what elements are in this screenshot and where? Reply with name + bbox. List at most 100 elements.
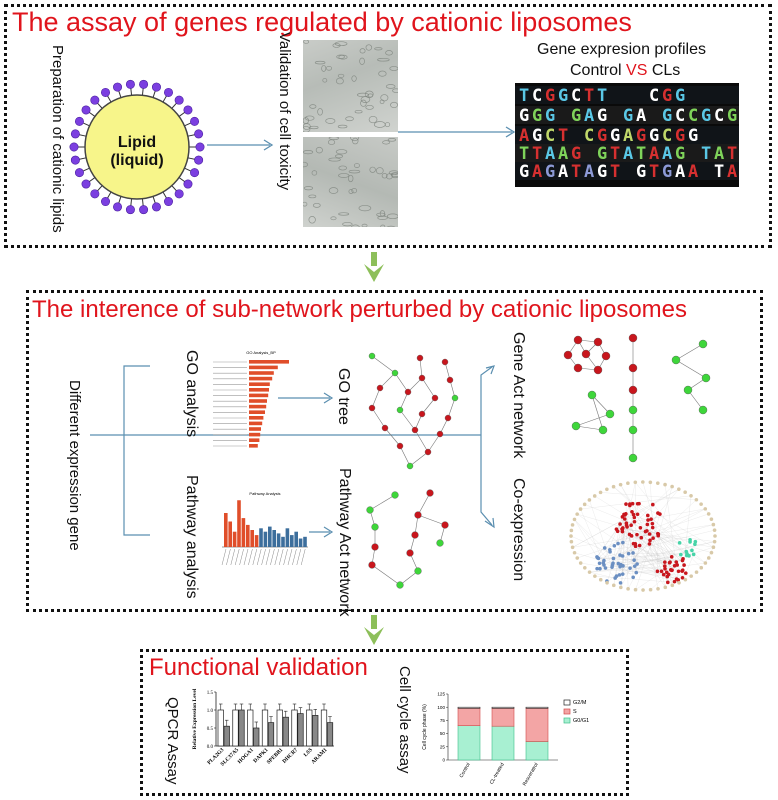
cell — [359, 48, 366, 54]
lipid-label: Lipid (liquid) — [103, 134, 171, 170]
coexp-node — [676, 569, 681, 574]
network-node — [396, 406, 404, 414]
network-node — [366, 506, 374, 514]
network-node — [411, 531, 419, 539]
network-node — [404, 388, 412, 396]
network-node — [396, 442, 404, 450]
network-node — [418, 410, 426, 418]
network-edge — [427, 433, 441, 453]
go-bar — [249, 421, 263, 426]
go-tree-label: GO tree — [335, 368, 352, 425]
coexp-edge — [574, 519, 598, 557]
cell — [308, 194, 317, 199]
coexp-node — [595, 555, 599, 559]
dna-base: C — [688, 106, 698, 126]
coexp-edge — [599, 568, 692, 577]
cell — [321, 65, 327, 72]
lipid-head — [100, 197, 110, 207]
dna-base: A — [584, 106, 594, 126]
pathway-act-network — [366, 489, 449, 589]
network-node — [446, 376, 454, 384]
pathway-bar — [268, 526, 272, 547]
qpcr-gene-label: HOGA1 — [237, 747, 255, 765]
network-node — [628, 453, 638, 463]
dna-base: G — [662, 162, 672, 182]
qpcr-tick-label: 0.0 — [207, 745, 214, 750]
coexp-node — [668, 560, 672, 564]
coexp-edge — [574, 519, 613, 566]
cc-group-label: CL-treated — [489, 762, 506, 786]
coexp-node — [709, 517, 714, 521]
cell — [354, 110, 363, 114]
dna-base: G — [571, 144, 581, 164]
coexp-edge — [685, 554, 694, 574]
subnetwork-panel — [26, 290, 763, 612]
dna-base: T — [610, 144, 620, 164]
dna-row — [515, 144, 739, 162]
coexp-edge — [600, 492, 697, 500]
dna-base: G — [727, 106, 737, 126]
coexp-node — [668, 568, 673, 572]
dna-base: T — [727, 144, 737, 164]
coexp-edge — [633, 543, 679, 572]
pathway-bar — [272, 530, 276, 547]
coexp-node — [690, 548, 694, 553]
qpcr-bar — [320, 709, 328, 747]
coexp-node — [646, 518, 650, 522]
cc-bar-segment — [525, 706, 549, 709]
dna-base: A — [558, 144, 568, 164]
pathway-bar — [237, 500, 241, 547]
coexp-edge — [621, 528, 715, 542]
cell — [309, 125, 319, 130]
coexp-edge — [658, 486, 673, 536]
coexp-node — [637, 543, 642, 548]
cell — [334, 154, 344, 159]
coexp-node — [656, 533, 661, 538]
cell — [359, 57, 365, 65]
go-bar — [249, 399, 267, 403]
cell — [377, 215, 388, 220]
cell — [387, 213, 398, 220]
cell — [351, 224, 360, 227]
coexp-edge — [650, 482, 653, 524]
coexp-node — [669, 555, 674, 559]
coexp-node — [621, 540, 625, 545]
network-node — [406, 549, 414, 557]
network-edge — [371, 564, 401, 586]
pathway-label — [256, 548, 262, 566]
coexp-edge — [584, 504, 680, 543]
network-node — [571, 421, 581, 431]
coexp-edge — [686, 547, 714, 556]
lipid-head — [74, 168, 84, 178]
pathway-bar — [263, 531, 268, 547]
coexp-node — [632, 515, 637, 520]
dna-base: G — [597, 106, 607, 126]
network-node — [368, 404, 376, 412]
coexp-node — [703, 507, 708, 511]
coexp-node — [617, 573, 622, 577]
qpcr-bar — [326, 722, 334, 747]
coexp-node — [631, 512, 636, 517]
cell — [350, 137, 360, 142]
lipid-label-line1: Lipid — [117, 134, 157, 151]
pathway-bar — [298, 538, 303, 547]
network-node — [451, 394, 459, 402]
coexp-node — [578, 507, 583, 511]
coexp-node — [575, 512, 579, 516]
dna-base: A — [688, 162, 698, 182]
lipid-head — [164, 87, 174, 97]
coexp-edge — [622, 565, 683, 578]
cell — [360, 96, 371, 103]
dna-base: C — [675, 106, 685, 126]
go-bar — [249, 388, 269, 392]
coexp-node — [689, 493, 693, 498]
coexp-node — [651, 536, 655, 540]
cell — [303, 150, 314, 155]
coexp-node — [635, 532, 639, 537]
lipid-head — [151, 82, 161, 92]
network-node — [698, 339, 708, 349]
coexp-node — [659, 569, 664, 574]
coexp-node — [639, 535, 644, 540]
dna-row — [515, 86, 739, 104]
